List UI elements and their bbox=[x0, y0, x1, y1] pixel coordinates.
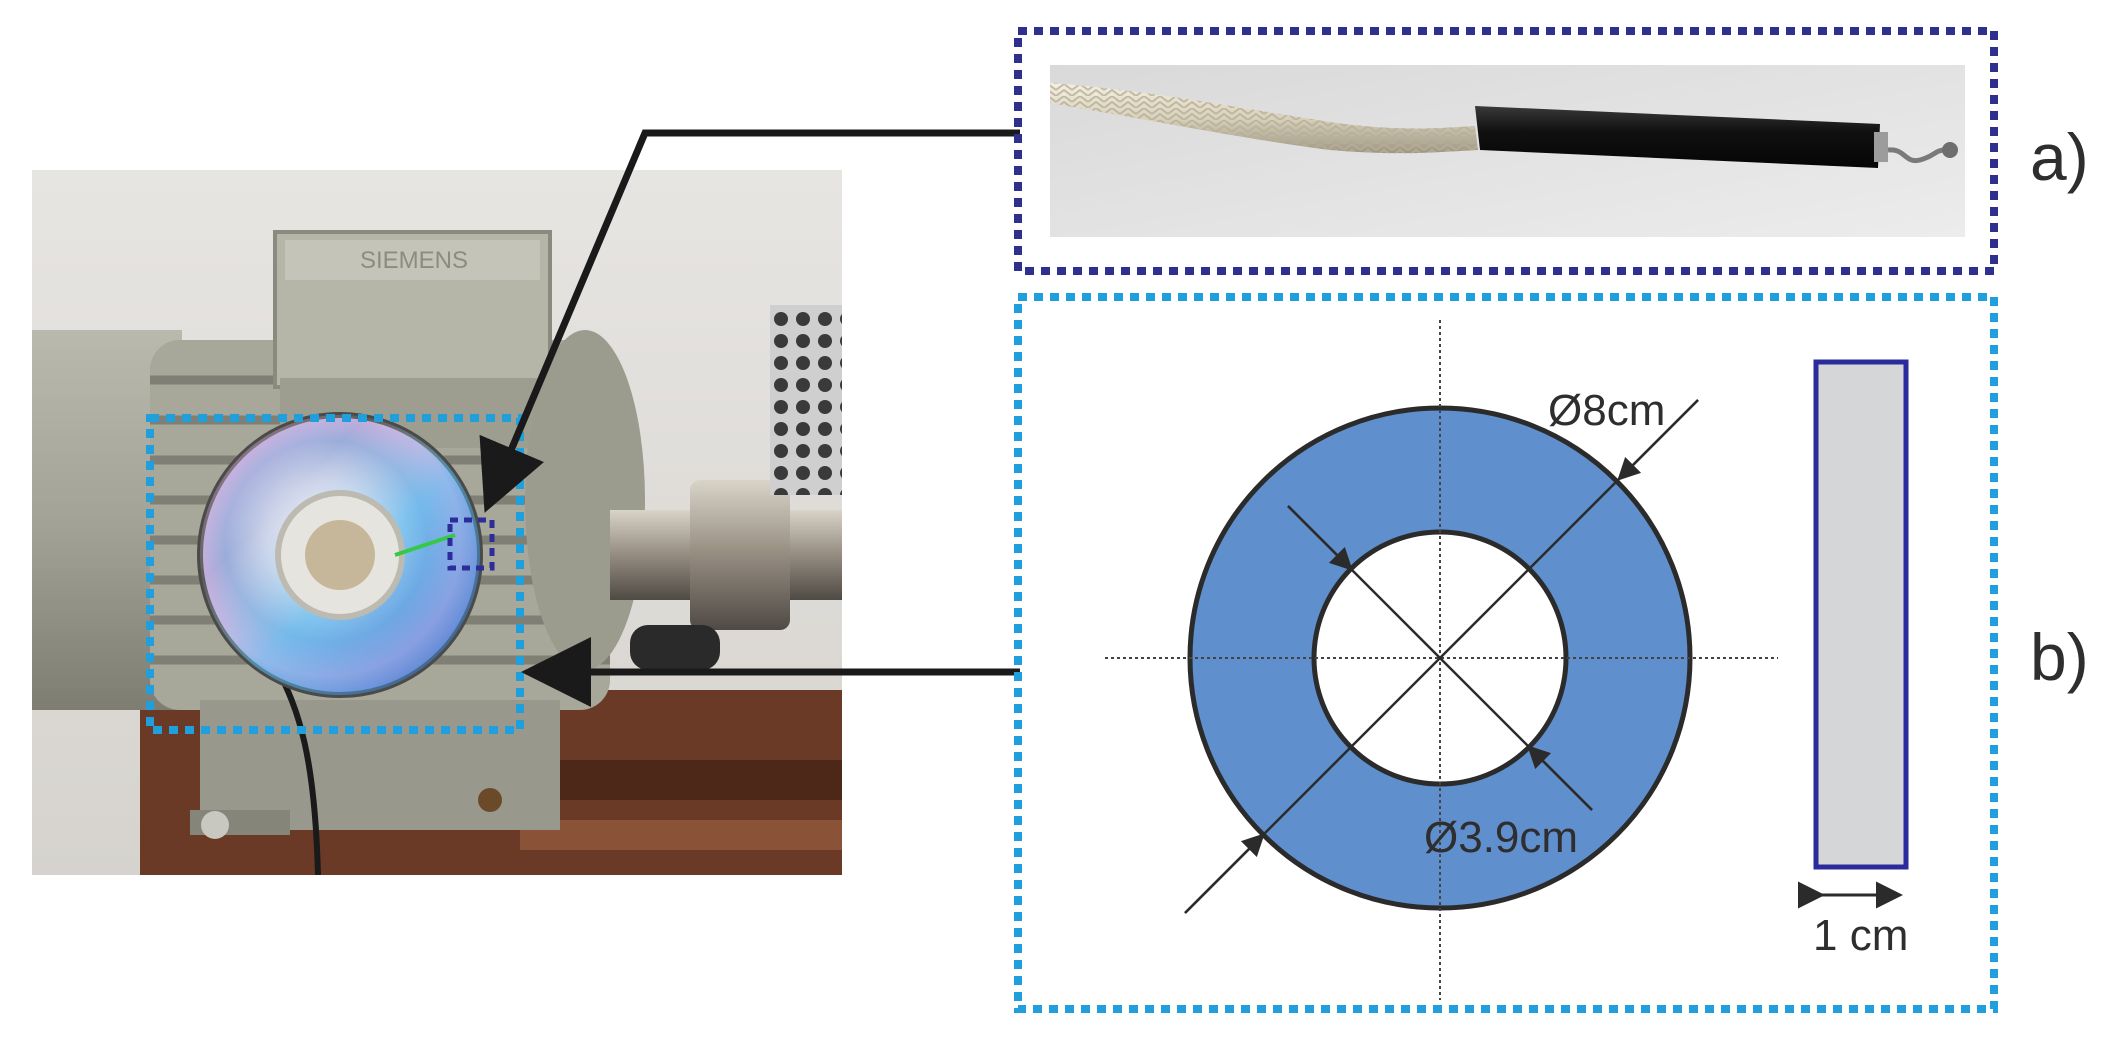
inner-diameter-label: Ø3.9cm bbox=[1424, 813, 1578, 862]
cd-highlight-box bbox=[146, 414, 524, 734]
thermocouple-photo bbox=[1050, 65, 1965, 237]
motor-photo: SIEMENS bbox=[32, 170, 842, 875]
ring-schematic: Ø8cm Ø3.9cm bbox=[1105, 320, 1778, 1000]
panel-a-border bbox=[1014, 27, 1998, 275]
panel-b-label: b) bbox=[2030, 620, 2089, 694]
sensor-marker bbox=[447, 517, 495, 571]
panel-a-label: a) bbox=[2030, 120, 2089, 194]
thickness-label: 1 cm bbox=[1813, 911, 1908, 960]
ring-side-view: 1 cm bbox=[1798, 359, 1909, 960]
arrow-to-sensor bbox=[479, 129, 1020, 513]
outer-diameter-label: Ø8cm bbox=[1548, 386, 1665, 435]
connector-arrows bbox=[479, 129, 1020, 707]
outer-diameter-line bbox=[1184, 399, 1699, 914]
side-view-rect bbox=[1813, 359, 1909, 870]
panel-b-border bbox=[1014, 293, 1998, 1013]
cd-disc bbox=[197, 412, 483, 698]
nameplate-text: SIEMENS bbox=[360, 247, 468, 274]
